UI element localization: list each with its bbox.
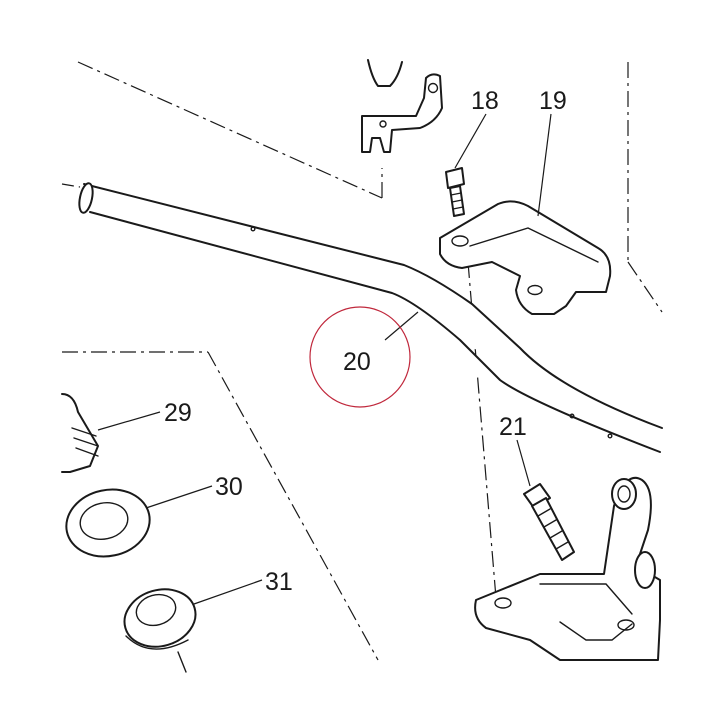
callout-30: 30	[215, 473, 243, 501]
bolt-21[interactable]	[523, 483, 575, 561]
callout-20: 20	[343, 348, 371, 376]
steering-yoke	[474, 476, 661, 661]
callout-19: 19	[539, 87, 567, 115]
group-boundary-lines	[61, 61, 663, 661]
highlight-circle	[309, 306, 411, 408]
callout-labels: 18 19 20 21 29 30 31	[164, 87, 567, 596]
callout-21: 21	[499, 413, 527, 441]
handlebar[interactable]	[77, 182, 663, 453]
callout-31: 31	[265, 568, 293, 596]
handlebar-clamp-19[interactable]	[439, 200, 612, 315]
screw-18[interactable]	[445, 167, 465, 217]
rubber-boot-29[interactable]	[61, 393, 99, 473]
washer-30[interactable]	[60, 482, 156, 564]
leader-lines	[97, 113, 552, 605]
mounting-bracket	[361, 59, 443, 153]
ring-nut-31[interactable]	[118, 581, 203, 673]
callout-18: 18	[471, 87, 499, 115]
callout-29: 29	[164, 399, 192, 427]
